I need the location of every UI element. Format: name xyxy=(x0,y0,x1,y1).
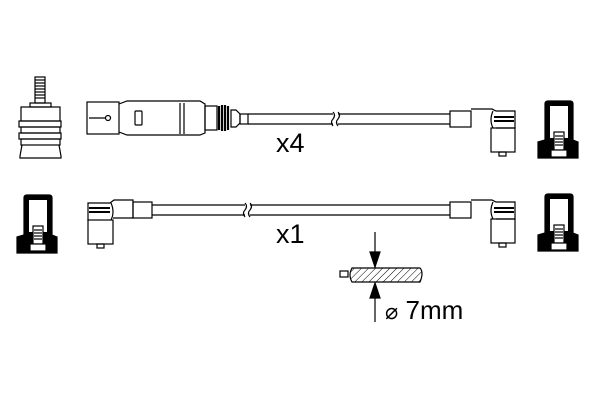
straight-spark-plug-connector-icon xyxy=(86,100,249,136)
angled-connector-left-icon xyxy=(87,199,153,249)
quantity-label-row-2: x1 xyxy=(276,219,305,249)
diameter-symbol: ⌀ xyxy=(385,299,399,324)
angled-coil-connector-icon xyxy=(449,108,516,157)
quantity-label-row-1: x4 xyxy=(276,128,305,158)
coil-tower-terminal-icon xyxy=(16,194,58,254)
angled-connector-right-icon xyxy=(449,199,516,248)
coil-tower-terminal-icon xyxy=(537,193,579,252)
cable-row-1 xyxy=(248,111,450,127)
cable-diameter-diagram xyxy=(339,232,423,322)
diameter-label: ⌀ 7mm xyxy=(385,297,463,323)
spark-plug-terminal-icon xyxy=(18,76,62,159)
cable-row-2 xyxy=(152,202,450,218)
diameter-value: 7mm xyxy=(405,295,464,325)
coil-tower-terminal-icon xyxy=(537,100,579,159)
